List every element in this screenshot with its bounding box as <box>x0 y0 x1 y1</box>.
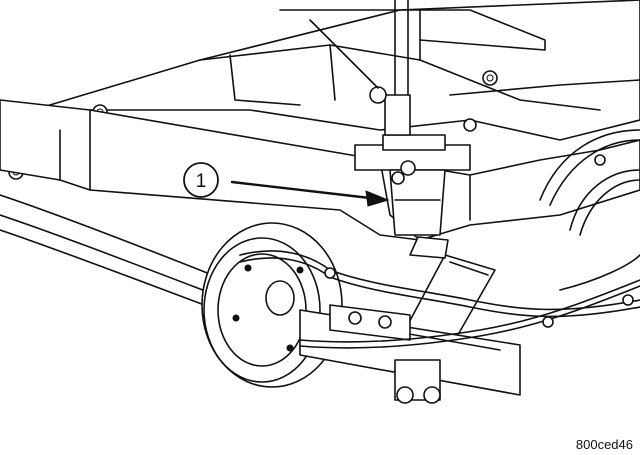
shock-absorber <box>404 236 496 341</box>
callout-leader-arrow <box>230 180 390 207</box>
callout-badge: 1 <box>183 162 219 198</box>
spring-plate <box>329 304 411 341</box>
figure-code: 800ced46 <box>576 437 633 452</box>
brake-lines <box>239 129 640 349</box>
callout-number: 1 <box>196 171 207 192</box>
shock-upper-mount <box>309 0 471 236</box>
brake-drum <box>201 222 343 388</box>
